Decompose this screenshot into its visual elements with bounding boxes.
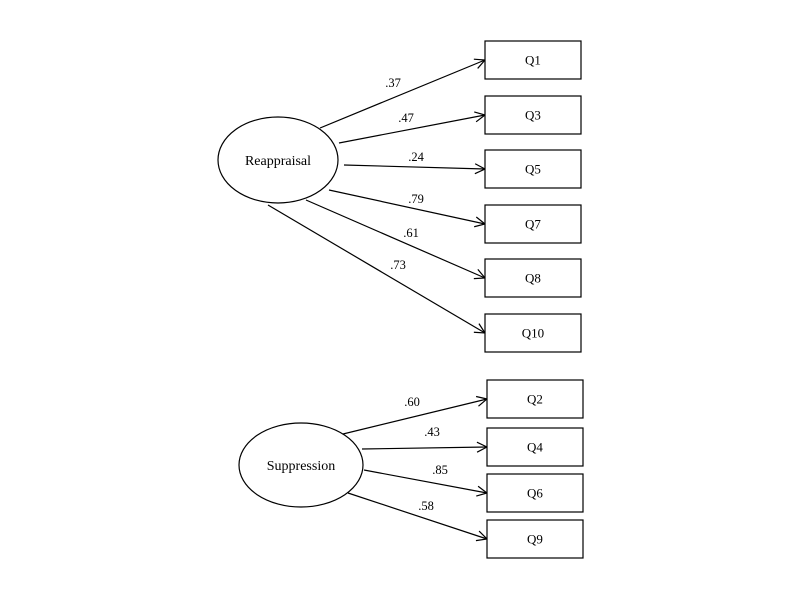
indicator-rect bbox=[486, 379, 584, 419]
path-arrow-suppression-q2 bbox=[342, 399, 487, 435]
path-arrow-suppression-q4 bbox=[361, 447, 487, 449]
latent-factor-reappraisal: Reappraisal bbox=[217, 116, 339, 204]
indicator-rect bbox=[484, 204, 582, 244]
indicator-label: Q5 bbox=[525, 162, 541, 177]
paths-layer: .37 .47 .24 .79 .61 .73 .60 .43 .85 .58 bbox=[267, 60, 487, 539]
indicator-rect bbox=[484, 258, 582, 298]
path-arrow-reappraisal-q3 bbox=[338, 115, 485, 144]
indicator-label: Q2 bbox=[527, 392, 543, 407]
indicator-label: Q8 bbox=[525, 271, 541, 286]
indicator-box-q9: Q9 bbox=[486, 519, 584, 559]
indicator-box-q7: Q7 bbox=[484, 204, 582, 244]
loading-label-q7: .79 bbox=[408, 192, 424, 206]
latent-ellipse bbox=[238, 422, 364, 508]
path-arrow-reappraisal-q7 bbox=[328, 189, 485, 224]
indicator-rect bbox=[486, 473, 584, 513]
loading-label-q8: .61 bbox=[403, 226, 419, 240]
path-arrow-reappraisal-q8 bbox=[305, 199, 485, 278]
indicator-box-q8: Q8 bbox=[484, 258, 582, 298]
latent-label: Reappraisal bbox=[245, 154, 311, 169]
latent-factor-suppression: Suppression bbox=[238, 422, 364, 508]
indicator-box-q2: Q2 bbox=[486, 379, 584, 419]
loading-label-q6: .85 bbox=[432, 463, 448, 477]
loading-label-q9: .58 bbox=[418, 499, 434, 513]
indicator-label: Q1 bbox=[525, 53, 541, 68]
indicator-rect bbox=[484, 95, 582, 135]
indicator-box-q10: Q10 bbox=[484, 313, 582, 353]
loading-label-q1: .37 bbox=[385, 76, 401, 90]
indicator-label: Q9 bbox=[527, 532, 543, 547]
loading-label-q10: .73 bbox=[390, 258, 406, 272]
loading-label-q3: .47 bbox=[398, 111, 414, 125]
path-arrow-reappraisal-q5 bbox=[343, 165, 485, 169]
indicator-label: Q4 bbox=[527, 440, 543, 455]
indicator-rect bbox=[484, 313, 582, 353]
path-arrow-reappraisal-q10 bbox=[267, 204, 485, 333]
indicator-label: Q10 bbox=[522, 326, 544, 341]
path-arrow-suppression-q6 bbox=[363, 469, 487, 493]
loading-label-q4: .43 bbox=[424, 425, 440, 439]
latent-label: Suppression bbox=[267, 459, 335, 474]
indicator-rect bbox=[486, 519, 584, 559]
indicator-box-q3: Q3 bbox=[484, 95, 582, 135]
indicator-box-q1: Q1 bbox=[484, 40, 582, 80]
loading-label-q5: .24 bbox=[408, 150, 424, 164]
path-arrow-reappraisal-q1 bbox=[319, 60, 485, 129]
latent-ellipse bbox=[217, 116, 339, 204]
loading-label-q2: .60 bbox=[404, 395, 420, 409]
indicator-rect bbox=[486, 427, 584, 467]
indicator-rect bbox=[484, 40, 582, 80]
indicator-box-q4: Q4 bbox=[486, 427, 584, 467]
indicator-rect bbox=[484, 149, 582, 189]
indicator-label: Q7 bbox=[525, 217, 541, 232]
indicator-label: Q3 bbox=[525, 108, 541, 123]
indicator-box-q5: Q5 bbox=[484, 149, 582, 189]
indicator-label: Q6 bbox=[527, 486, 543, 501]
indicator-box-q6: Q6 bbox=[486, 473, 584, 513]
path-arrow-suppression-q9 bbox=[347, 492, 487, 539]
